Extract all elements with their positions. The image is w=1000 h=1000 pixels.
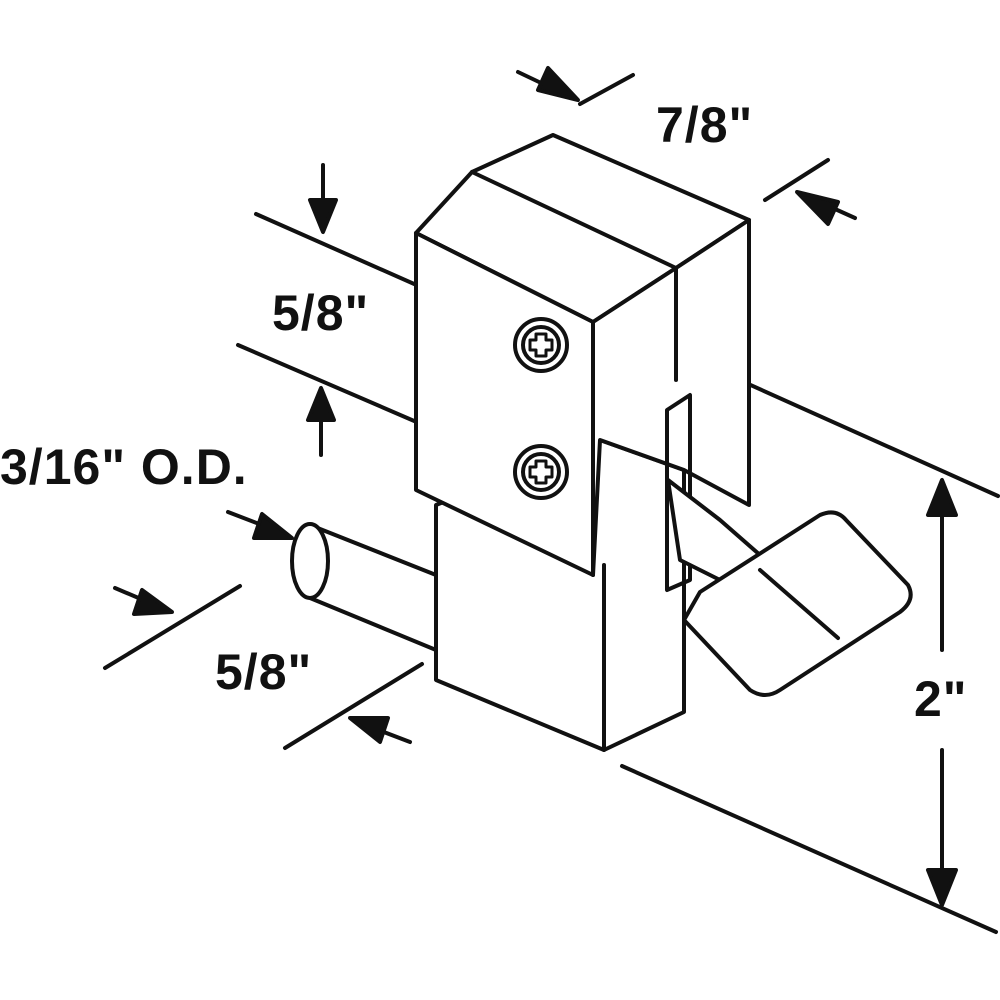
screw-spacing-dimension-label: 5/8": [272, 285, 370, 341]
thumb-lever-line: [758, 568, 840, 640]
lock-right-face: [591, 218, 751, 577]
pin-end: [290, 522, 330, 600]
lever-slot: [665, 393, 692, 592]
extension-line-pin-right: [283, 662, 424, 750]
pin-length-dimension-label: 5/8": [215, 644, 313, 700]
extension-line-bottom-right: [620, 764, 998, 934]
extension-line-width-left: [578, 73, 635, 106]
width-dimension-label: 7/8": [656, 97, 754, 153]
top-face-ridge: [470, 170, 678, 270]
pin-diameter-dimension-label: 3/16" O.D.: [0, 439, 248, 495]
extension-line-width-right: [763, 158, 830, 202]
height-dimension-label: 2": [914, 671, 968, 727]
screw-top-icon: [513, 317, 569, 373]
extension-line-pin-left: [103, 584, 242, 670]
screw-bottom-icon: [513, 444, 569, 500]
